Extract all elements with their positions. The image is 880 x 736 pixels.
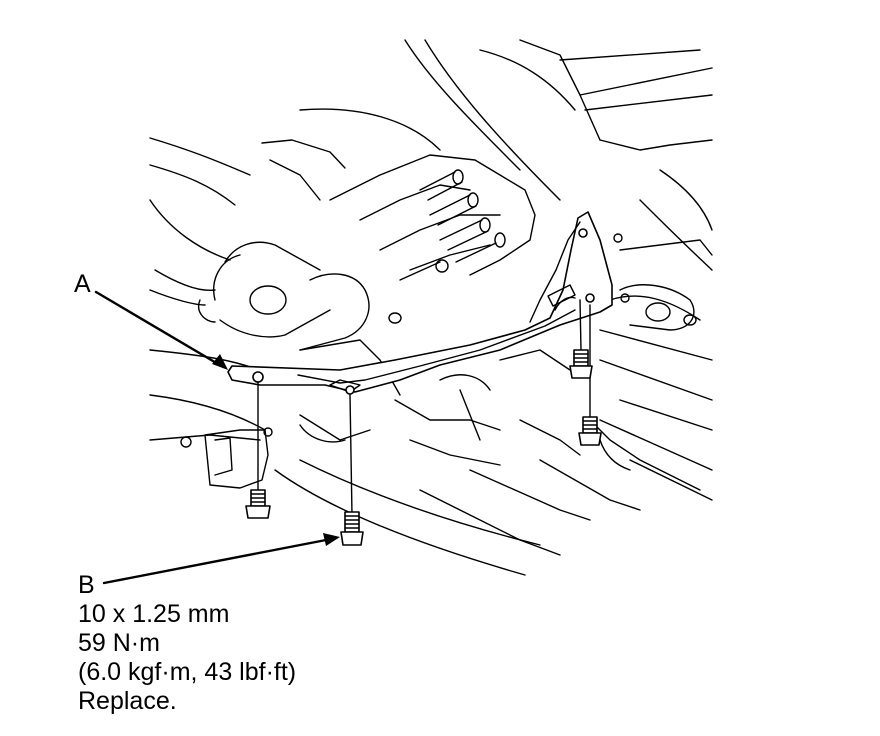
- torque-value: 59 N·m: [78, 629, 160, 657]
- leader-b-line: [102, 538, 328, 585]
- housing-studs: [388, 169, 506, 324]
- right-mount-area: [589, 233, 701, 491]
- left-mount-bracket: [180, 427, 273, 489]
- torque-alt-units: (6.0 kgf·m, 43 lbf·ft): [78, 658, 297, 686]
- bolt-left: [245, 489, 271, 519]
- bolt-spec-block: B 10 x 1.25 mm 59 N·m (6.0 kgf·m, 43 lbf…: [78, 571, 296, 716]
- replace-note: Replace.: [78, 687, 177, 715]
- callout-leaders: [94, 290, 340, 585]
- transmission-housing: [329, 154, 536, 324]
- bolt-size: 10 x 1.25 mm: [78, 600, 230, 628]
- callout-b-label: B: [78, 571, 95, 599]
- mounting-bolts: [245, 299, 602, 546]
- bolt-right-upper: [569, 349, 593, 379]
- leader-b-arrowhead: [323, 533, 340, 546]
- callout-a-label: A: [74, 270, 91, 298]
- exhaust-pipe: [149, 241, 581, 466]
- crossmember-a: [227, 211, 613, 395]
- vehicle-underbody-outline: [149, 39, 713, 576]
- bolt-b: [340, 511, 364, 546]
- leader-a-line: [94, 290, 220, 366]
- bolt-right-lower: [578, 416, 602, 446]
- leader-a-arrowhead: [212, 354, 228, 370]
